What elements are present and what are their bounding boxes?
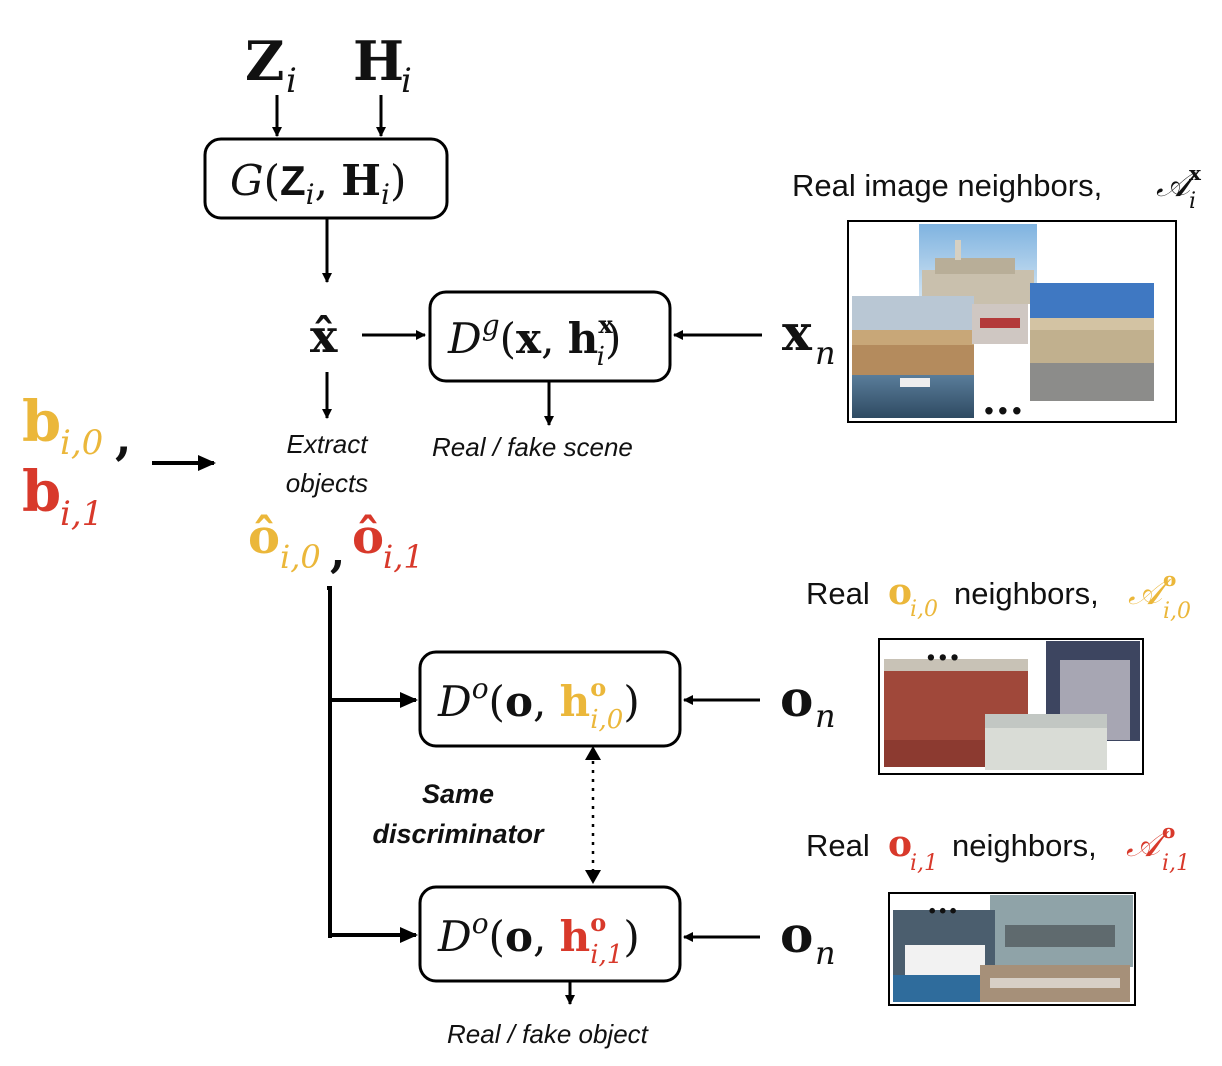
object-input-label-1: o n: [780, 905, 836, 972]
object1-ellipsis: ...: [927, 886, 958, 921]
svg-text:objects: objects: [286, 468, 368, 498]
svg-text:n: n: [815, 334, 836, 372]
svg-text:i,0: i,0: [280, 538, 321, 576]
object-neighbors-1-caption: Real o i,1 neighbors, 𝒜 o i,1: [806, 819, 1190, 876]
scene-ellipsis: ...: [982, 377, 1024, 424]
svg-text:i,1: i,1: [60, 494, 103, 534]
svg-text:i: i: [401, 61, 412, 101]
scene-photo-waterfront: [852, 296, 974, 418]
svg-text:Real: Real: [806, 828, 870, 863]
svg-text:b: b: [22, 459, 61, 525]
svg-text:x: x: [782, 303, 813, 362]
svg-text:o: o: [780, 905, 813, 964]
svg-text:o: o: [888, 823, 912, 865]
svg-text:o: o: [1162, 819, 1175, 843]
box-b1-label: b i,1: [22, 459, 103, 534]
svg-text:x: x: [1189, 161, 1202, 185]
scene-neighbors-collage: ...: [847, 220, 1177, 424]
same-discriminator-note: Same discriminator: [372, 779, 545, 849]
svg-text:neighbors,: neighbors,: [954, 576, 1099, 611]
box-b0-label: b i,0 ,: [22, 389, 132, 466]
svg-text:H: H: [353, 29, 404, 93]
z-input-label: Z i: [245, 29, 297, 101]
svg-text:,: ,: [115, 410, 132, 466]
svg-text:i,1: i,1: [383, 538, 424, 576]
svg-text:ô: ô: [248, 509, 280, 565]
object-neighbors-0-collage: ...: [878, 629, 1144, 775]
svg-text:Same: Same: [422, 779, 494, 809]
object-neighbors-0-caption: Real o i,0 neighbors, 𝒜 o i,0: [806, 567, 1191, 624]
object-input-label-0: o n: [780, 669, 836, 735]
h-input-label: H i: [353, 29, 412, 101]
extract-objects-label: Extract objects: [286, 429, 369, 498]
shared-link-arrow-up: [585, 746, 601, 760]
svg-text:b: b: [22, 389, 61, 455]
svg-text:i,0: i,0: [910, 597, 938, 622]
svg-text:o: o: [1163, 567, 1176, 591]
scene-output-label: Real / fake scene: [432, 432, 633, 462]
objects-trunk-line: [327, 586, 332, 938]
scene-photo-hilltop: [919, 224, 1037, 304]
object-output-label: Real / fake object: [447, 1019, 650, 1049]
svg-text:ô: ô: [352, 509, 384, 565]
svg-text:o: o: [888, 571, 912, 613]
object-neighbors-1-collage: ...: [888, 886, 1136, 1006]
scene-neighbors-caption: Real image neighbors, 𝒜 x i: [792, 161, 1202, 214]
svg-text:Z: Z: [245, 29, 284, 93]
svg-text:discriminator: discriminator: [372, 819, 545, 849]
svg-text:i,1: i,1: [910, 851, 938, 876]
svg-text:,: ,: [330, 527, 345, 578]
scene-input-label: x n: [782, 303, 836, 372]
scene-photo-palace: [1030, 283, 1154, 401]
svg-text:Real image neighbors,: Real image neighbors,: [792, 168, 1102, 203]
svg-text:i: i: [1189, 189, 1196, 214]
svg-text:Real: Real: [806, 576, 870, 611]
extracted-objects-label: ô i,0 , ô i,1: [248, 509, 424, 578]
svg-text:neighbors,: neighbors,: [952, 828, 1097, 863]
generator-label: G(Zi, Hi): [230, 156, 406, 211]
svg-text:Extract: Extract: [287, 429, 370, 459]
svg-text:n: n: [815, 697, 836, 735]
xhat-label: x̂: [310, 309, 338, 363]
svg-text:i,0: i,0: [60, 423, 103, 463]
object-discriminator-0-box: [418, 650, 682, 748]
svg-text:i: i: [286, 61, 297, 101]
svg-text:o: o: [780, 669, 813, 728]
object-discriminator-1-box: [418, 885, 682, 983]
object0-ellipsis: ...: [925, 629, 961, 669]
svg-text:i,0: i,0: [1163, 599, 1191, 624]
svg-text:i,1: i,1: [1162, 851, 1190, 876]
svg-text:n: n: [815, 934, 836, 972]
shared-link-arrow-down: [585, 870, 601, 884]
